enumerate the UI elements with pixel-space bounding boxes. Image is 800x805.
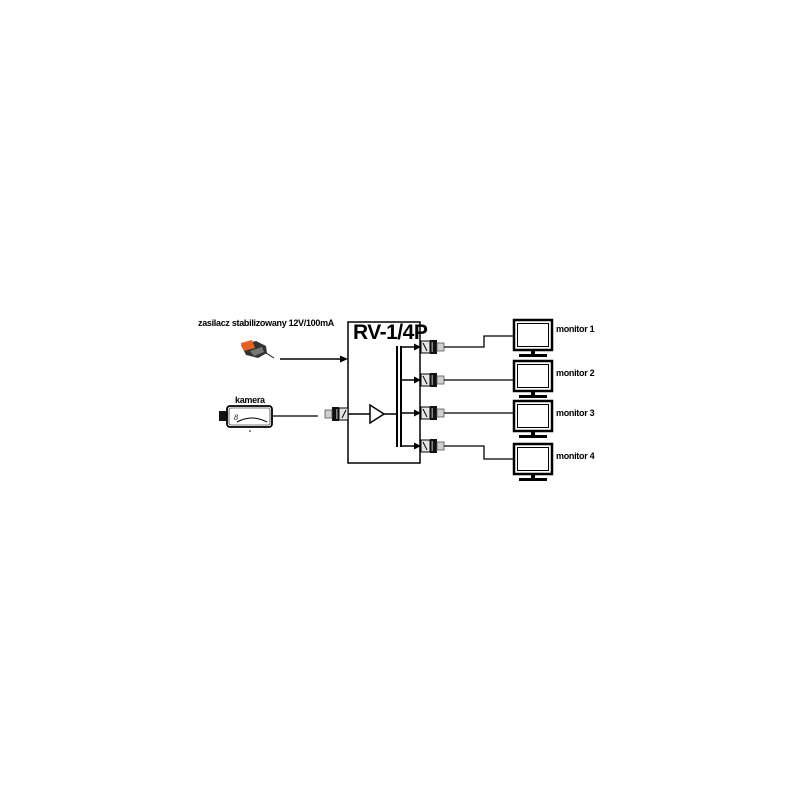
power-supply-label: zasilacz stabilizowany 12V/100mA xyxy=(198,318,334,328)
monitor-icon-3 xyxy=(512,399,554,440)
monitor-label-4: monitor 4 xyxy=(556,451,595,461)
amplifier-triangle-icon xyxy=(369,403,386,425)
device-title: RV-1/4P xyxy=(353,321,428,344)
output-connector-2 xyxy=(420,372,445,388)
camera-icon: 8 xyxy=(219,405,273,432)
monitor-icon-1 xyxy=(512,318,554,359)
monitor-icon-4 xyxy=(512,442,554,483)
svg-text:8: 8 xyxy=(234,413,238,422)
monitor-icon-2 xyxy=(512,359,554,400)
monitor-label-2: monitor 2 xyxy=(556,368,595,378)
output-connector-4 xyxy=(420,438,445,454)
monitor-label-1: monitor 1 xyxy=(556,324,595,334)
camera-label: kamera xyxy=(235,395,265,405)
power-adapter-icon xyxy=(241,340,275,359)
monitor-label-3: monitor 3 xyxy=(556,408,595,418)
output-connector-3 xyxy=(420,405,445,421)
device-box xyxy=(347,321,421,464)
